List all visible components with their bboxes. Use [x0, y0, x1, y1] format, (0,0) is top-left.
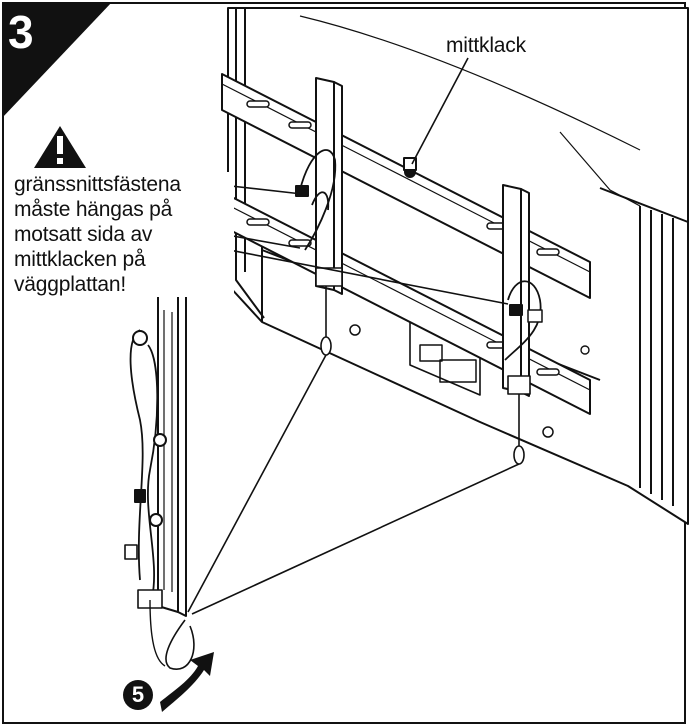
warning-line: måste hängas på [14, 198, 173, 221]
safety-cords [187, 286, 525, 615]
leader-lines [187, 57, 509, 305]
step-corner-badge [2, 2, 112, 118]
warning-line: väggplattan! [14, 273, 127, 296]
center-tab-label: mittklack [446, 34, 526, 57]
warning-line: mittklacken på [14, 248, 146, 271]
step-number: 3 [8, 6, 34, 58]
tv-back [227, 7, 689, 525]
substep-badge: 5 [123, 680, 153, 710]
warning-triangle-icon [34, 126, 86, 168]
interface-brackets [295, 77, 543, 397]
warning-line: gränssnittsfästena [14, 173, 181, 196]
curved-arrow-icon [160, 652, 214, 712]
loose-bracket [124, 287, 195, 670]
warning-callout: gränssnittsfästena måste hängas på motsa… [14, 172, 234, 297]
warning-line: motsatt sida av [14, 223, 153, 246]
